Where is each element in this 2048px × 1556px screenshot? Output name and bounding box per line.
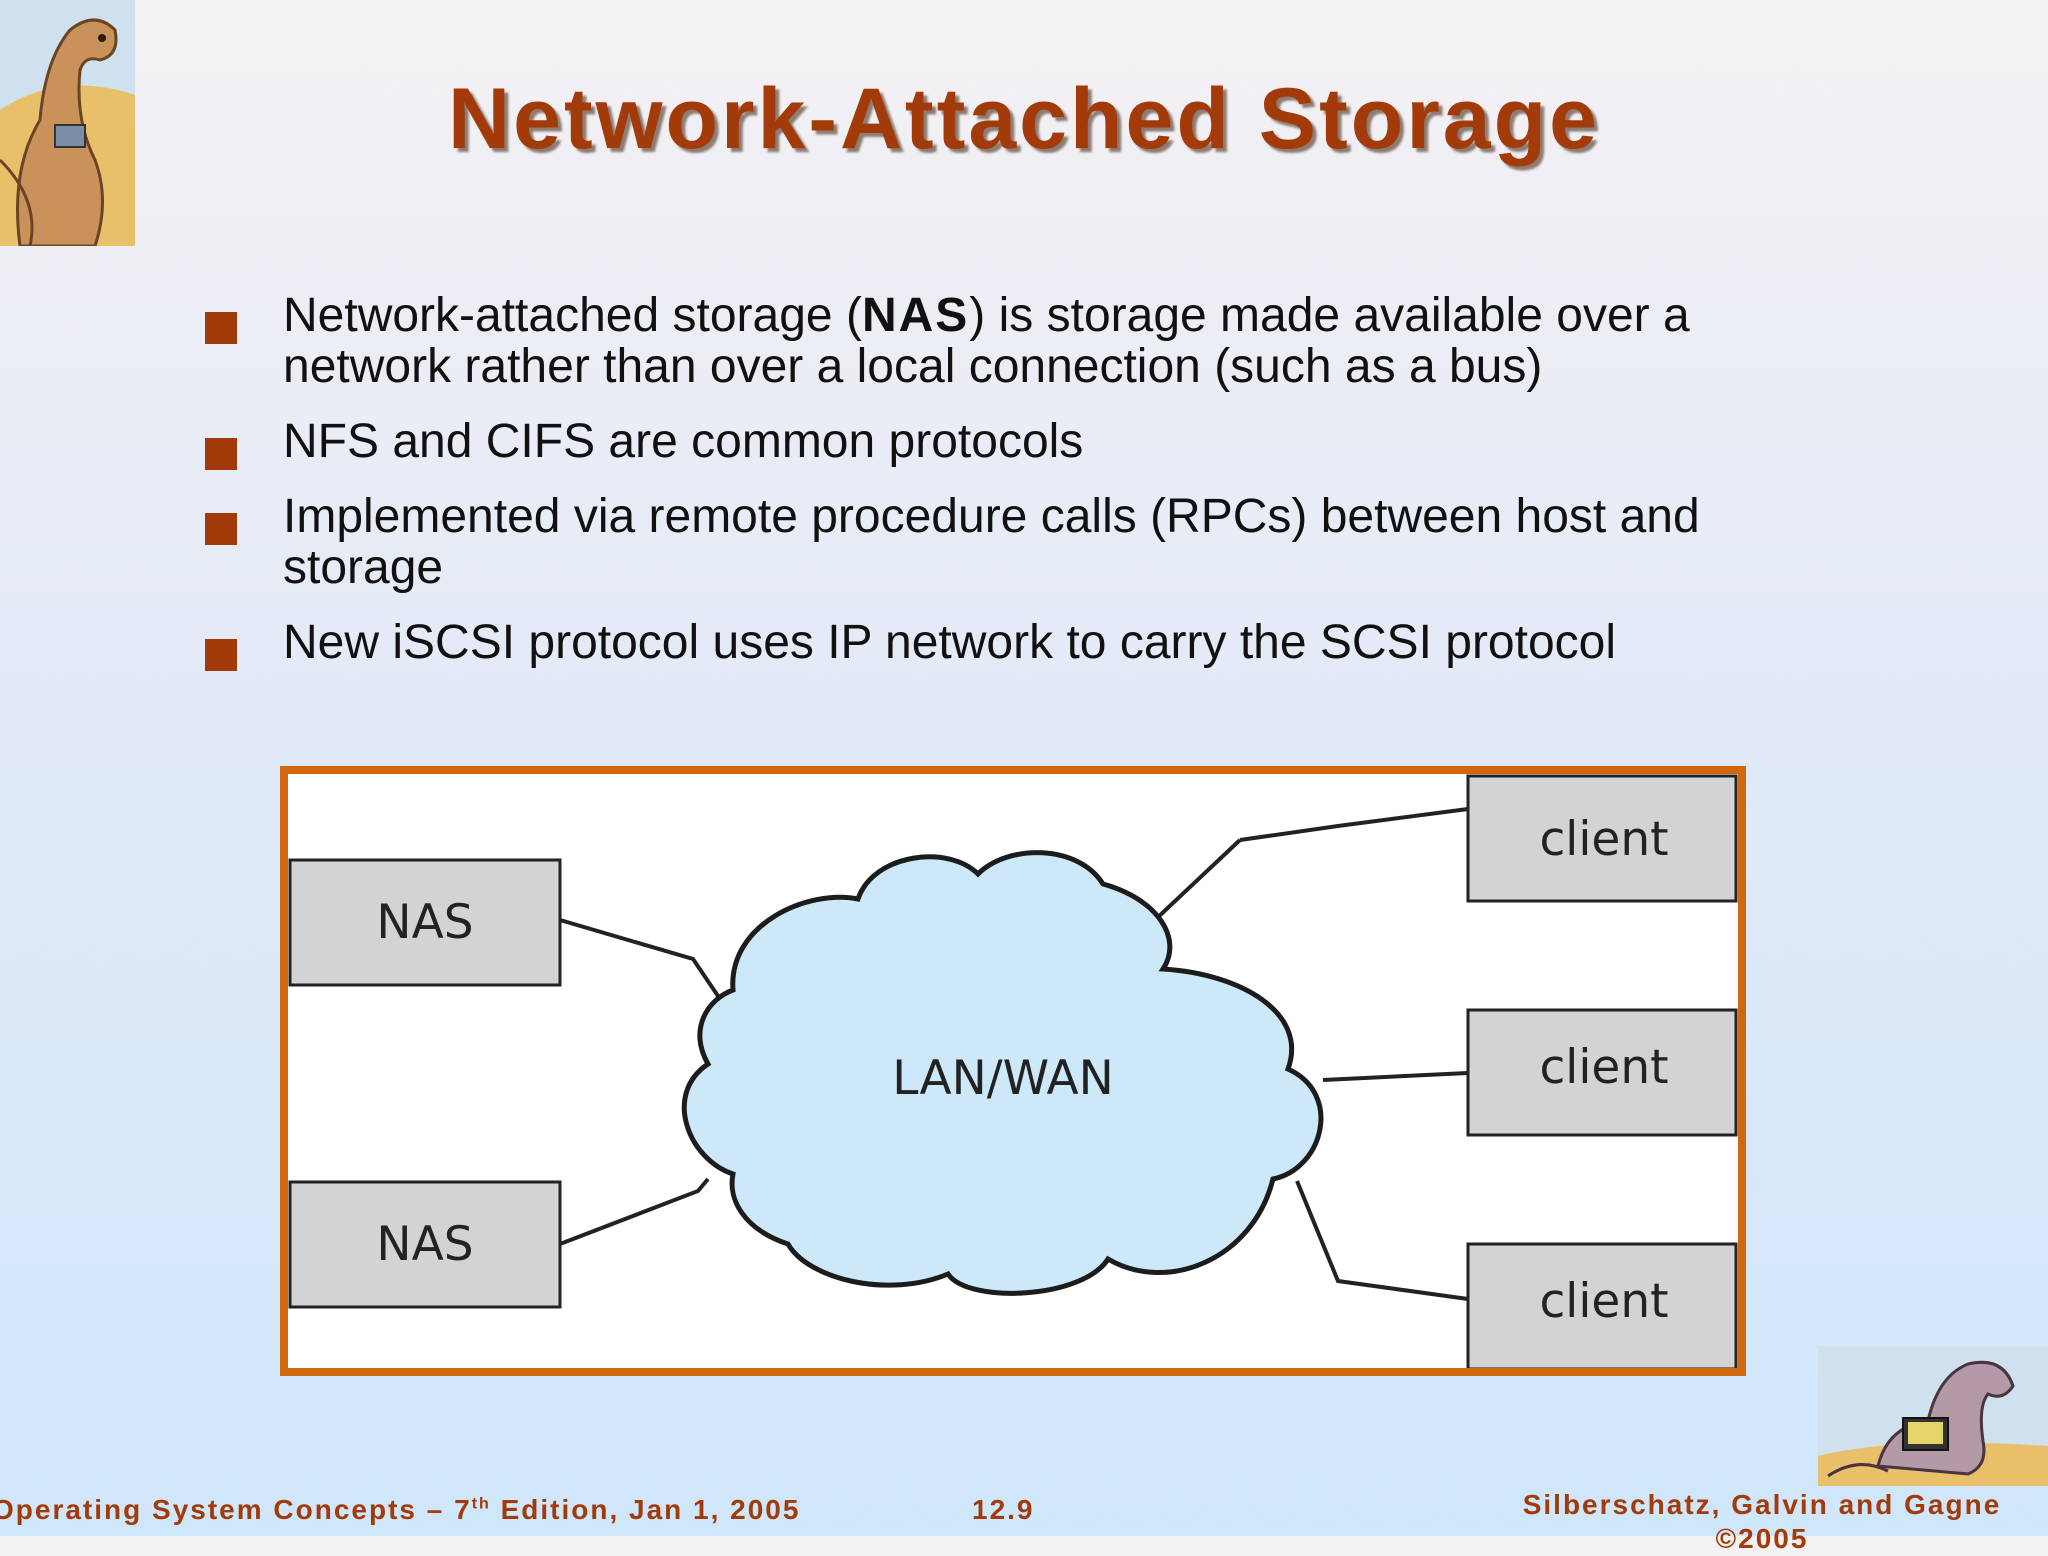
bullet-item: NFS and CIFS are common protocols [205, 415, 1845, 470]
link-client-3 [1295, 1180, 1469, 1301]
bullet-item: Implemented via remote procedure calls (… [205, 491, 1845, 593]
bullet-list: Network-attached storage (NAS) is storag… [205, 290, 1845, 692]
bullet-text: Implemented via remote procedure calls (… [283, 490, 1700, 594]
page-title: Network-Attached Storage [448, 71, 1600, 167]
footer-authors-line: Silberschatz, Galvin and Gagne [1522, 1489, 2002, 1520]
client-label: client [1539, 812, 1668, 867]
link-nas-2 [559, 1177, 710, 1246]
footer-copyright: ©2005 [1715, 1523, 1809, 1554]
bullet-text-bold: NAS [861, 289, 970, 342]
bullet-item: New iSCSI protocol uses IP network to ca… [205, 616, 1845, 671]
bullet-square-icon [205, 438, 237, 470]
link-client-1 [1239, 807, 1469, 842]
diagram-canvas: LAN/WAN NAS NAS client client client [288, 774, 1738, 1368]
client-label: client [1539, 1274, 1668, 1329]
footer-book-title-date: Edition, Jan 1, 2005 [490, 1494, 801, 1525]
nas-node: NAS [288, 858, 562, 987]
link-nas-1 [559, 918, 720, 998]
footer-authors: Silberschatz, Galvin and Gagne ©2005 [1522, 1488, 2002, 1556]
bullet-text-pre: Network-attached storage ( [283, 289, 862, 342]
footer-book-title: Operating System Concepts – 7th Edition,… [0, 1494, 800, 1526]
bullet-square-icon [205, 639, 237, 671]
nas-label: NAS [376, 895, 473, 950]
nas-network-diagram: LAN/WAN NAS NAS client client client [280, 766, 1746, 1376]
dinosaur-laptop-icon [1818, 1346, 2048, 1486]
bullet-item: Network-attached storage (NAS) is storag… [205, 290, 1845, 392]
footer-page-number: 12.9 [972, 1494, 1035, 1525]
cloud-label: LAN/WAN [892, 1051, 1114, 1106]
link-client-1b [1154, 838, 1242, 921]
bullet-text: New iSCSI protocol uses IP network to ca… [283, 616, 1617, 669]
client-node: client [1466, 1008, 1738, 1137]
lan-wan-cloud [681, 850, 1324, 1296]
bullet-square-icon [205, 312, 237, 344]
footer-book-title-sup: th [471, 1495, 491, 1513]
nas-node: NAS [288, 1180, 562, 1309]
footer-book-title-main: Operating System Concepts – 7 [0, 1494, 472, 1525]
bullet-text-post: ) is storage made available over a netwo… [283, 289, 1690, 393]
client-label: client [1539, 1040, 1668, 1095]
connection-lines [559, 807, 1469, 1301]
dinosaur-logo-icon [0, 0, 135, 246]
client-node: client [1466, 774, 1738, 903]
bullet-text: NFS and CIFS are common protocols [283, 415, 1084, 468]
bullet-square-icon [205, 513, 237, 545]
nas-label: NAS [376, 1217, 473, 1272]
link-client-2 [1322, 1071, 1469, 1082]
client-node: client [1466, 1242, 1738, 1368]
